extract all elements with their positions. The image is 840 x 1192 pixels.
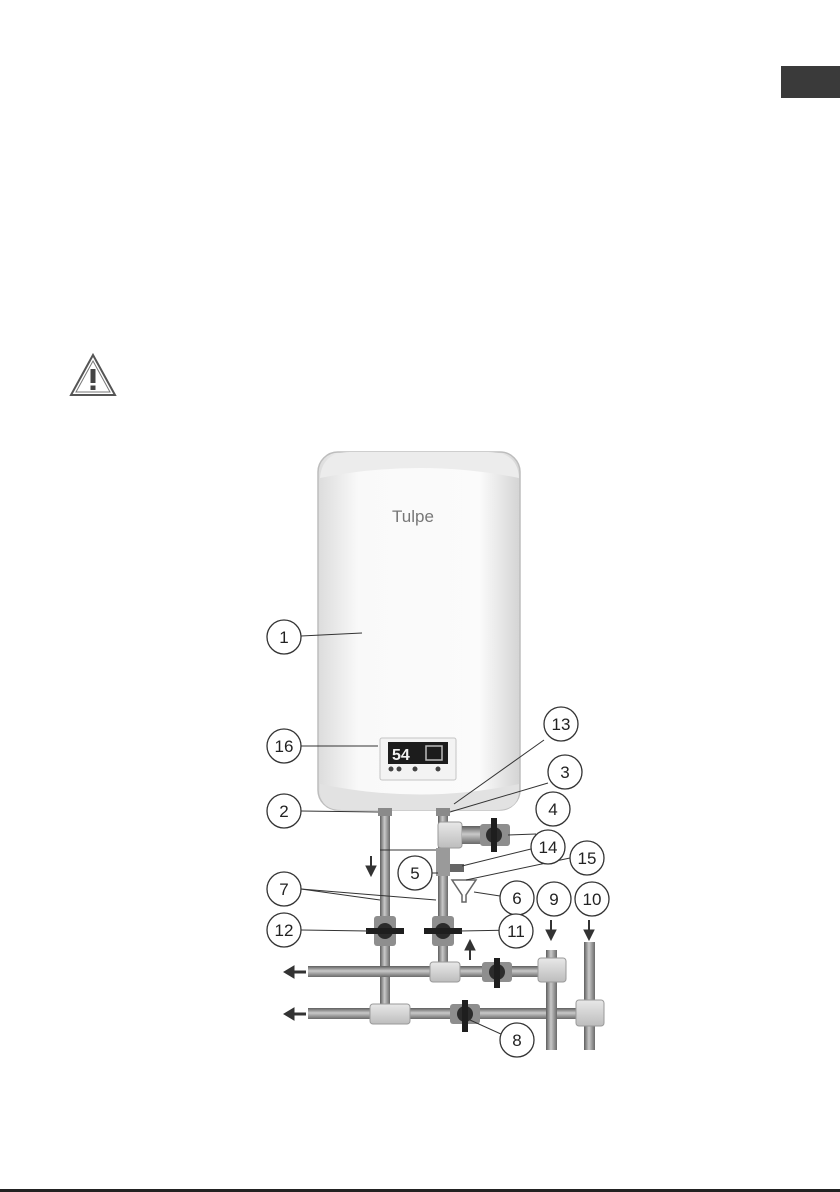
callout-16: 16 (267, 729, 301, 763)
callout-15: 15 (570, 841, 604, 875)
svg-text:3: 3 (560, 763, 569, 782)
svg-text:14: 14 (539, 838, 558, 857)
valve-11 (424, 916, 462, 946)
svg-text:15: 15 (578, 849, 597, 868)
brand-logo: Tulpe (392, 507, 434, 526)
callout-11: 11 (499, 914, 533, 948)
svg-text:5: 5 (410, 864, 419, 883)
callout-4: 4 (536, 792, 570, 826)
panel-button (389, 767, 394, 772)
valve-8 (450, 1000, 480, 1032)
panel-button (413, 767, 418, 772)
svg-text:12: 12 (275, 921, 294, 940)
svg-text:9: 9 (549, 890, 558, 909)
callout-2: 2 (267, 794, 301, 828)
svg-text:4: 4 (548, 800, 557, 819)
svg-text:1: 1 (279, 628, 288, 647)
callout-14: 14 (531, 830, 565, 864)
panel-button (397, 767, 402, 772)
arrow-down-outlet (366, 856, 376, 876)
svg-text:11: 11 (507, 922, 525, 941)
svg-text:10: 10 (583, 890, 602, 909)
callout-3: 3 (548, 755, 582, 789)
arrow-left-lower (284, 1008, 306, 1020)
arrow-up-inlet (465, 940, 475, 960)
callout-12: 12 (267, 913, 301, 947)
svg-text:16: 16 (275, 737, 294, 756)
arrow-left-upper (284, 966, 306, 978)
svg-text:7: 7 (279, 880, 288, 899)
callout-10: 10 (575, 882, 609, 916)
svg-text:2: 2 (279, 802, 288, 821)
callout-13: 13 (544, 707, 578, 741)
callout-5: 5 (398, 856, 432, 890)
svg-text:6: 6 (512, 889, 521, 908)
callout-8: 8 (500, 1023, 534, 1057)
fittings (370, 822, 604, 1026)
svg-text:13: 13 (552, 715, 571, 734)
valve-4 (480, 818, 510, 852)
callout-1: 1 (267, 620, 301, 654)
callout-7: 7 (267, 872, 301, 906)
display-temperature: 54 (392, 747, 410, 764)
arrow-down-9 (546, 920, 556, 940)
drain-funnel (452, 880, 476, 902)
panel-button (436, 767, 441, 772)
callout-6: 6 (500, 881, 534, 915)
callout-9: 9 (537, 882, 571, 916)
valve-upper-line (482, 958, 512, 988)
control-panel: 54 (380, 738, 456, 780)
valve-12 (366, 916, 404, 946)
arrow-down-10 (584, 920, 594, 940)
svg-text:8: 8 (512, 1031, 521, 1050)
